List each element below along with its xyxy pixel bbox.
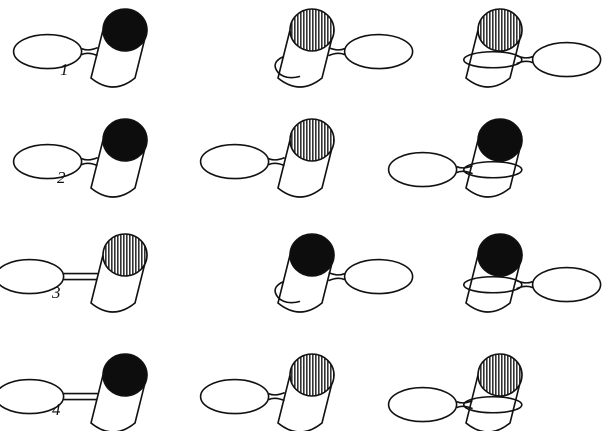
cell-r3c3 — [464, 234, 601, 312]
cell-r2c3 — [389, 119, 522, 197]
dark-top-ellipse — [103, 119, 147, 161]
neck-lower — [329, 53, 345, 55]
row-label-2: 2 — [57, 168, 66, 188]
cell-r4c2 — [201, 354, 334, 431]
dark-top-ellipse — [103, 354, 147, 396]
cell-r3c1 — [0, 234, 147, 312]
neck-upper — [329, 48, 345, 50]
cell-r1c1 — [14, 9, 147, 87]
balloon-blob — [345, 35, 413, 69]
neck-upper — [82, 48, 98, 50]
balloon-blob — [533, 268, 601, 302]
neck-upper — [82, 158, 98, 160]
striped-top-ellipse — [478, 354, 522, 396]
neck-upper — [329, 273, 345, 275]
neck-upper — [517, 56, 533, 58]
dark-top-ellipse — [103, 9, 147, 51]
cell-r4c3 — [389, 354, 522, 431]
balloon-blob — [345, 260, 413, 294]
balloon-blob — [389, 388, 457, 422]
dark-top-ellipse — [478, 234, 522, 276]
balloon-blob — [14, 145, 82, 179]
row-label-1: 1 — [60, 60, 69, 80]
striped-top-ellipse — [103, 234, 147, 276]
neck-lower — [269, 163, 285, 165]
dark-top-ellipse — [290, 234, 334, 276]
row-label-4: 4 — [52, 400, 61, 420]
row-label-3: 3 — [52, 283, 61, 303]
cell-r4c1 — [0, 354, 147, 431]
neck-lower — [269, 398, 285, 400]
cell-r1c3 — [464, 9, 601, 87]
neck-upper — [269, 158, 285, 160]
balloon-blob — [201, 380, 269, 414]
striped-top-ellipse — [478, 9, 522, 51]
neck-lower — [329, 278, 345, 280]
neck-lower — [517, 61, 533, 63]
striped-top-ellipse — [290, 9, 334, 51]
neck-lower — [517, 286, 533, 288]
dark-top-ellipse — [478, 119, 522, 161]
striped-top-ellipse — [290, 119, 334, 161]
striped-top-ellipse — [290, 354, 334, 396]
balloon-blob — [533, 43, 601, 77]
cell-r2c1 — [14, 119, 147, 197]
cell-r1c2 — [275, 9, 413, 87]
balloon-blob — [201, 145, 269, 179]
neck-lower — [82, 53, 98, 55]
balloon-blob — [389, 153, 457, 187]
neck-upper — [517, 281, 533, 283]
cell-r2c2 — [201, 119, 334, 197]
cell-r3c2 — [275, 234, 413, 312]
neck-upper — [269, 393, 285, 395]
balloon-blob — [14, 35, 82, 69]
neck-lower — [82, 163, 98, 165]
